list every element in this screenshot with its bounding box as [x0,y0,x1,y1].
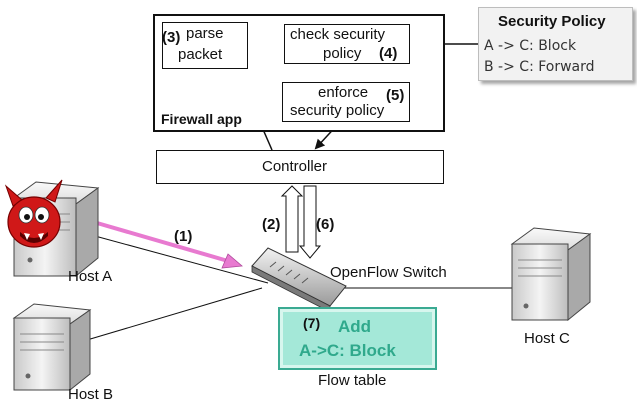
policy-rule-b-c: B -> C: Forward [484,59,595,75]
flow-table-box [278,307,437,370]
arrow-step-6-down [298,185,322,259]
controller-label: Controller [262,158,328,175]
enforce-line-2: security policy [290,102,385,119]
controller-box [156,150,444,184]
security-policy-box [478,7,633,81]
check-line-2: policy [323,45,362,62]
parse-line-2: packet [178,46,223,63]
host-c-label: Host C [524,330,570,347]
step-4-label: (4) [379,45,398,62]
step-3-label: (3) [162,29,181,46]
arrow-step-2-up [280,185,304,253]
flow-rule-label: A->C: Block [299,341,396,360]
parse-packet-box [162,22,248,69]
step-5-label: (5) [386,87,405,104]
devil-mascot-icon [4,179,63,248]
flow-add-label: Add [338,317,372,336]
step-7-label: (7) [303,315,321,331]
host-b-server-icon [12,303,92,392]
link-host-a-switch [94,235,269,284]
step-2-label: (2) [262,216,281,233]
firewall-app-title: Firewall app [161,111,242,127]
policy-rule-a-c: A -> C: Block [484,38,577,54]
parse-line-1: parse [186,25,224,42]
enforce-line-1: enforce [318,84,369,101]
arrow-step-1-head [221,253,243,269]
step-1-label: (1) [174,228,193,245]
host-b-label: Host B [68,386,114,403]
security-policy-title: Security Policy [498,13,606,30]
host-a-label: Host A [68,268,113,285]
check-line-1: check security [290,26,386,43]
switch-label: OpenFlow Switch [330,264,447,281]
check-policy-box [284,24,410,64]
enforce-policy-box [282,82,410,122]
host-c-server-icon [510,227,592,322]
arrow-step-1 [96,221,229,263]
step-6-label: (6) [316,216,335,233]
flow-table-caption: Flow table [318,372,387,389]
link-host-b-switch [59,287,263,349]
